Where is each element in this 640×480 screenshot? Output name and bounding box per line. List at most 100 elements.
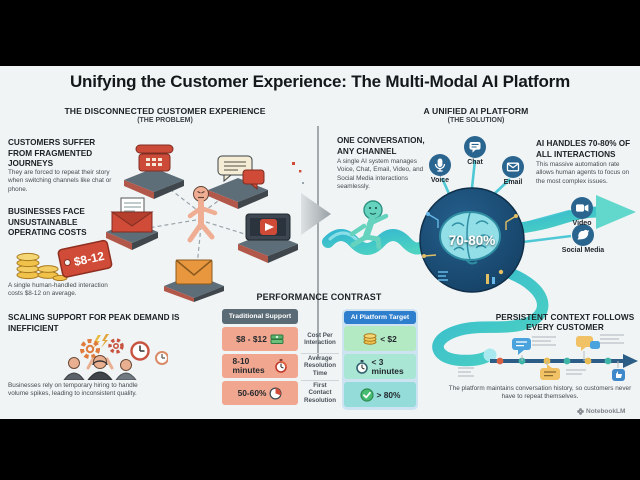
ai-target-column: AI Platform Target < $2 < 3 minutes > 80… (342, 309, 418, 410)
phone-island (124, 144, 184, 199)
ai-time-value: < 3 minutes (371, 356, 404, 376)
channel-label-voice: Voice (430, 177, 450, 184)
traditional-cost-value: $8 - $12 (236, 334, 267, 344)
ai-cost-value: < $2 (380, 333, 397, 344)
ai-platform-target-header: AI Platform Target (344, 311, 416, 324)
stressed-agent-icon (86, 355, 114, 380)
email-island (164, 259, 224, 302)
thumbs-up-icon (612, 361, 625, 381)
transition-arrow-icon (301, 193, 331, 235)
timeline-dot (563, 357, 571, 365)
cost-coins-price-tag-illustration: $8-12 (16, 239, 113, 281)
performance-contrast-table: Traditional Support $8 - $12 8-10 minute… (222, 309, 418, 413)
context-swirl-pipe (432, 268, 549, 367)
problem-point-1-body: They are forced to repeat their story wh… (8, 169, 112, 193)
telephone-icon (135, 144, 174, 172)
top-letterbox-band (0, 0, 640, 66)
frustrated-customer-figure (187, 186, 218, 243)
clock-icon (130, 341, 150, 361)
voice-channel-icon-circle (429, 154, 451, 176)
problem-point-3-body: Businesses rely on temporary hiring to h… (8, 382, 138, 398)
metric-divider (301, 380, 339, 381)
ai-fcr-cell: > 80% (344, 382, 416, 407)
circuit-traces (422, 212, 518, 284)
page-title: Unifying the Customer Experience: The Mu… (69, 72, 571, 91)
persistent-context-heading: PERSISTENT CONTEXT FOLLOWS EVERY CUSTOME… (495, 313, 635, 332)
video-island (238, 213, 298, 263)
decorative-speckle (292, 162, 295, 165)
decorative-speckle (302, 182, 304, 184)
ai-handles-body: This massive automation rate allows huma… (536, 161, 630, 185)
chat-bubble-yellow-icon (576, 336, 600, 361)
orange-envelope-icon (175, 259, 213, 285)
stressed-agent-icon (115, 359, 137, 380)
problem-point-2-body: A single human-handled interaction costs… (8, 282, 108, 298)
bottom-letterbox-band (0, 419, 640, 480)
lightning-icon (101, 334, 109, 348)
timeline-dot (496, 357, 504, 365)
video-channel-icon-circle (571, 197, 593, 219)
pipe-end-cap (483, 348, 497, 362)
problem-solution-divider (317, 126, 319, 358)
decorative-speckle (299, 170, 302, 173)
channel-label-video: Video (572, 220, 592, 227)
money-stack-icon (270, 334, 284, 344)
ai-cost-cell: < $2 (344, 326, 416, 351)
one-conversation-heading: ONE CONVERSATION, ANY CHANNEL (337, 136, 425, 156)
chat-channel-icon-circle (464, 136, 486, 158)
ai-brain-hub (419, 187, 525, 293)
traditional-time-value: 8-10 minutes (232, 356, 265, 375)
microphone-icon (434, 158, 446, 172)
metric-time-label: Average Resolution Time (304, 354, 336, 377)
social-channel-icon-circle (572, 224, 594, 246)
traditional-fcr-cell: 50-60% (222, 381, 298, 405)
email-channel-icon-circle (502, 156, 524, 178)
problem-point-3-heading: SCALING SUPPORT FOR PEAK DEMAND IS INEFF… (8, 313, 180, 333)
customer-journey-timeline (458, 334, 638, 381)
notebooklm-logo-icon (577, 408, 584, 415)
checkmark-icon (359, 387, 374, 402)
social-bird-icon (577, 229, 590, 240)
watermark: NotebookLM (577, 408, 625, 415)
outbound-arrowhead-icon (596, 195, 636, 229)
ai-handles-heading: AI HANDLES 70-80% OF ALL INTERACTIONS (536, 139, 631, 159)
traditional-support-header: Traditional Support (222, 309, 298, 324)
gear-icon (108, 338, 124, 354)
clock-icon (155, 351, 168, 365)
gear-icon (80, 339, 100, 359)
pie-chart-icon (269, 386, 282, 400)
price-tag-label: $8-12 (73, 249, 106, 269)
stopwatch-icon (274, 359, 287, 373)
chat-bubbles-icon (217, 155, 265, 191)
solution-section-subheading: (THE SOLUTION) (447, 117, 505, 124)
video-player-icon (245, 213, 291, 241)
chat-island (208, 155, 268, 209)
chat-bubble-icon (469, 142, 481, 153)
problem-point-1-heading: CUSTOMERS SUFFER FROM FRAGMENTED JOURNEY… (8, 138, 96, 168)
chat-bubble-yellow-below-icon (540, 361, 560, 380)
ai-fcr-value: > 80% (376, 389, 401, 400)
open-envelope-icon (110, 197, 154, 233)
traditional-cost-cell: $8 - $12 (222, 327, 298, 351)
timeline-arrowhead-icon (623, 354, 638, 368)
metric-divider (301, 353, 339, 354)
letter-island (106, 197, 158, 250)
automation-rate-badge: 70-80% (448, 233, 496, 248)
chat-bubble-blue-icon (512, 338, 531, 361)
video-camera-icon (576, 204, 589, 212)
note-lines (458, 334, 624, 377)
stopwatch-icon (355, 359, 368, 374)
problem-section-subheading: (THE PROBLEM) (137, 117, 193, 124)
timeline-dot (584, 357, 592, 365)
problem-point-2-heading: BUSINESSES FACE UNSUSTAINABLE OPERATING … (8, 207, 87, 237)
performance-contrast-heading: PERFORMANCE CONTRAST (256, 292, 382, 302)
problem-section-heading: THE DISCONNECTED CUSTOMER EXPERIENCE (64, 106, 266, 116)
metric-cost-label: Cost Per Interaction (304, 331, 336, 346)
one-conversation-body: A single AI system manages Voice, Chat, … (337, 158, 424, 190)
channel-label-email: Email (503, 179, 523, 186)
metric-fcr-label: First Contact Resolution (304, 381, 336, 404)
watermark-label: NotebookLM (586, 408, 626, 415)
solution-section-heading: A UNIFIED AI PLATFORM (423, 106, 529, 116)
timeline-dot (604, 357, 612, 365)
